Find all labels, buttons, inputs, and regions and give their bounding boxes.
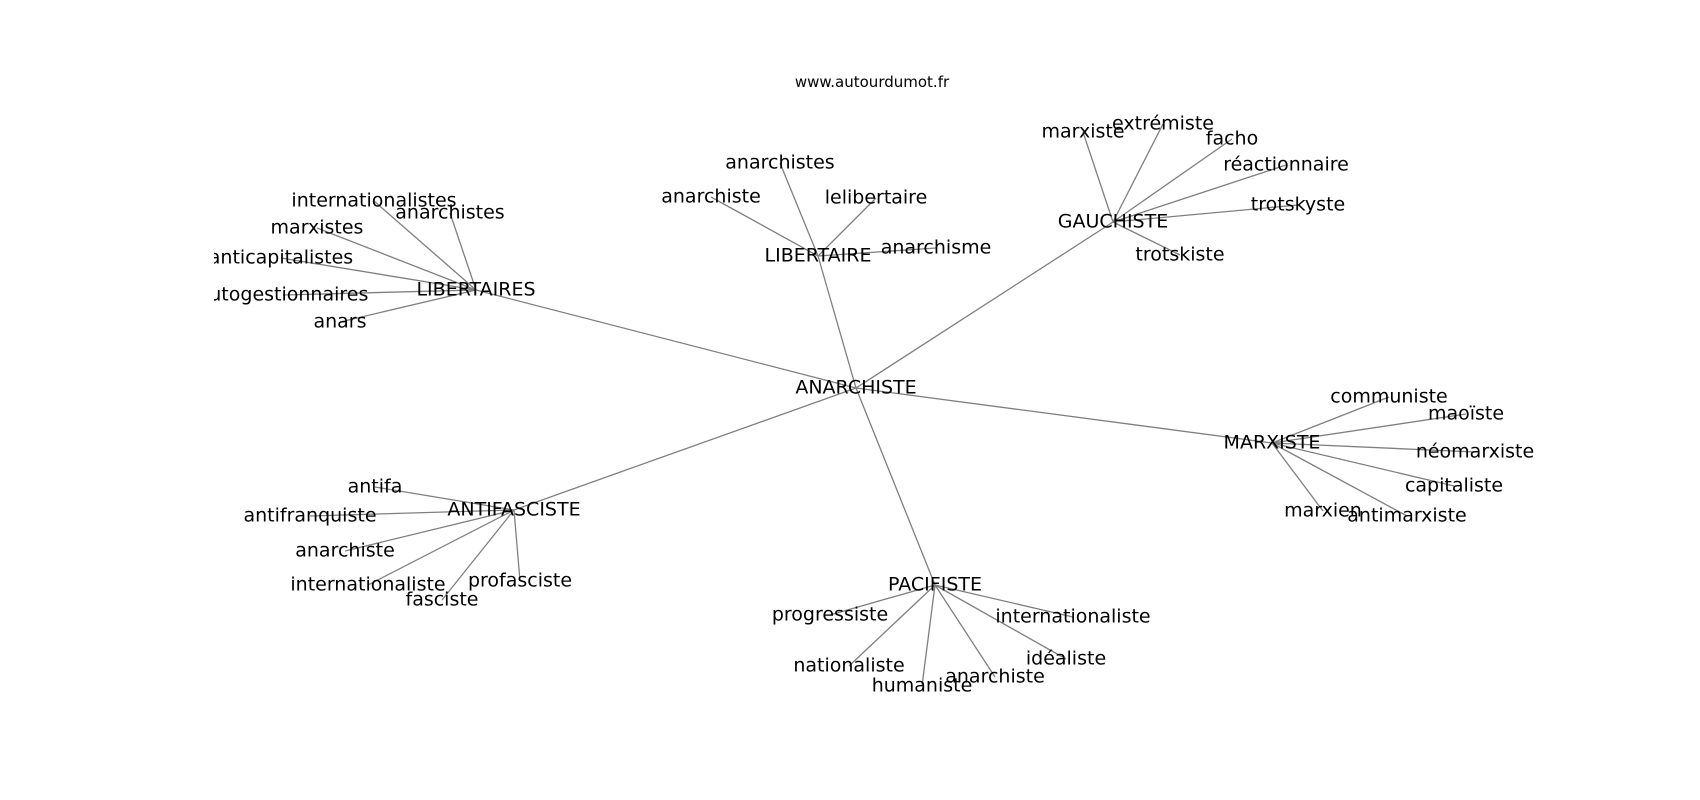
edge-hub-leaf: [513, 509, 521, 582]
edge-hub-leaf: [309, 509, 515, 517]
edge-hub-leaf: [1112, 123, 1164, 223]
edge-hub-leaf: [1082, 131, 1114, 223]
edge-hub-leaf: [280, 257, 477, 291]
edge-hub-leaf: [829, 584, 936, 616]
leaf-word[interactable]: idéaliste: [1025, 647, 1107, 670]
leaf-word[interactable]: anarchistes: [725, 151, 835, 174]
leaf-word[interactable]: internationalistes: [291, 189, 457, 212]
edge-hub-leaf: [934, 584, 1074, 618]
edge-hub-leaf: [1112, 221, 1181, 256]
edge-hub-leaf: [282, 289, 477, 296]
edge-center-hub: [855, 221, 1114, 389]
edge-hub-leaf: [848, 584, 936, 667]
leaf-word[interactable]: marxien: [1284, 499, 1362, 522]
edge-hub-leaf: [1112, 204, 1299, 223]
leaf-word[interactable]: anarchisme: [880, 236, 992, 259]
hub-word[interactable]: PACIFISTE: [888, 573, 982, 596]
edge-hub-leaf: [1112, 138, 1233, 223]
leaf-word[interactable]: autogestionnaires: [214, 283, 369, 306]
leaf-word[interactable]: capitaliste: [1404, 474, 1504, 497]
edge-hub-leaf: [1112, 164, 1287, 223]
edge-center-hub: [855, 387, 936, 586]
leaf-word[interactable]: humaniste: [871, 674, 973, 697]
leaf-word[interactable]: progressiste: [771, 603, 889, 626]
leaf-word[interactable]: internationaliste: [290, 573, 446, 596]
edge-hub-leaf: [373, 200, 477, 291]
leaf-word[interactable]: anarchistes: [395, 201, 505, 224]
edge-hub-leaf: [339, 289, 477, 323]
leaf-word[interactable]: anarchiste: [945, 665, 1045, 688]
edge-hub-leaf: [1271, 442, 1408, 517]
leaf-word[interactable]: anarchiste: [295, 539, 395, 562]
edge-hub-leaf: [441, 509, 515, 601]
edge-hub-leaf: [1271, 442, 1455, 487]
leaf-word[interactable]: trotskiste: [1135, 243, 1225, 266]
leaf-word[interactable]: internationaliste: [995, 605, 1151, 628]
edge-hub-leaf: [817, 247, 937, 257]
edge-center-hub: [513, 387, 857, 511]
edge-hub-leaf: [1271, 396, 1390, 444]
edge-hub-leaf: [934, 584, 1067, 660]
edge-hub-leaf: [374, 486, 515, 511]
edge-hub-leaf: [921, 584, 936, 687]
leaf-word[interactable]: anticapitalistes: [214, 246, 354, 269]
edge-hub-leaf: [934, 584, 996, 678]
edge-hub-leaf: [367, 509, 515, 586]
edge-hub-leaf: [1271, 442, 1324, 512]
edge-hub-leaf: [449, 212, 477, 291]
hub-word[interactable]: MARXISTE: [1223, 431, 1321, 454]
leaf-word[interactable]: nationaliste: [793, 654, 905, 677]
edge-hub-leaf: [344, 509, 515, 552]
hub-word[interactable]: LIBERTAIRE: [764, 244, 872, 267]
leaf-word[interactable]: réactionnaire: [1223, 153, 1349, 176]
word-graph: [280, 123, 1476, 687]
leaf-word[interactable]: profasciste: [467, 569, 573, 592]
edge-center-hub: [855, 387, 1273, 444]
leaf-word[interactable]: anars: [313, 310, 367, 333]
leaf-word[interactable]: extrémiste: [1112, 112, 1214, 135]
leaf-word[interactable]: néomarxiste: [1415, 440, 1535, 463]
leaf-word[interactable]: maoïste: [1427, 402, 1505, 425]
site-url: www.autourdumot.fr: [794, 73, 950, 91]
edge-hub-leaf: [779, 162, 819, 257]
leaf-word[interactable]: antimarxiste: [1347, 504, 1467, 527]
center-word[interactable]: ANARCHISTE: [795, 376, 917, 399]
hub-word[interactable]: GAUCHISTE: [1057, 210, 1169, 233]
leaf-word[interactable]: communiste: [1330, 385, 1448, 408]
leaf-word[interactable]: lelibertaire: [824, 186, 928, 209]
leaf-word[interactable]: antifa: [347, 475, 403, 498]
edge-center-hub: [475, 289, 857, 389]
edge-hub-leaf: [1271, 442, 1476, 453]
hub-word[interactable]: ANTIFASCISTE: [447, 498, 581, 521]
edge-center-hub: [817, 255, 857, 389]
leaf-word[interactable]: marxistes: [270, 216, 364, 239]
leaf-word[interactable]: trotskyste: [1250, 193, 1346, 216]
edge-hub-leaf: [1271, 413, 1467, 444]
leaf-word[interactable]: marxiste: [1041, 120, 1125, 143]
leaf-word[interactable]: facho: [1205, 127, 1259, 150]
edge-hub-leaf: [316, 227, 477, 291]
leaf-word[interactable]: antifranquiste: [243, 504, 377, 527]
leaf-word[interactable]: anarchiste: [661, 185, 761, 208]
edge-hub-leaf: [710, 196, 819, 257]
hub-word[interactable]: LIBERTAIRES: [416, 278, 536, 301]
edge-hub-leaf: [817, 197, 877, 257]
leaf-word[interactable]: fasciste: [405, 588, 479, 611]
